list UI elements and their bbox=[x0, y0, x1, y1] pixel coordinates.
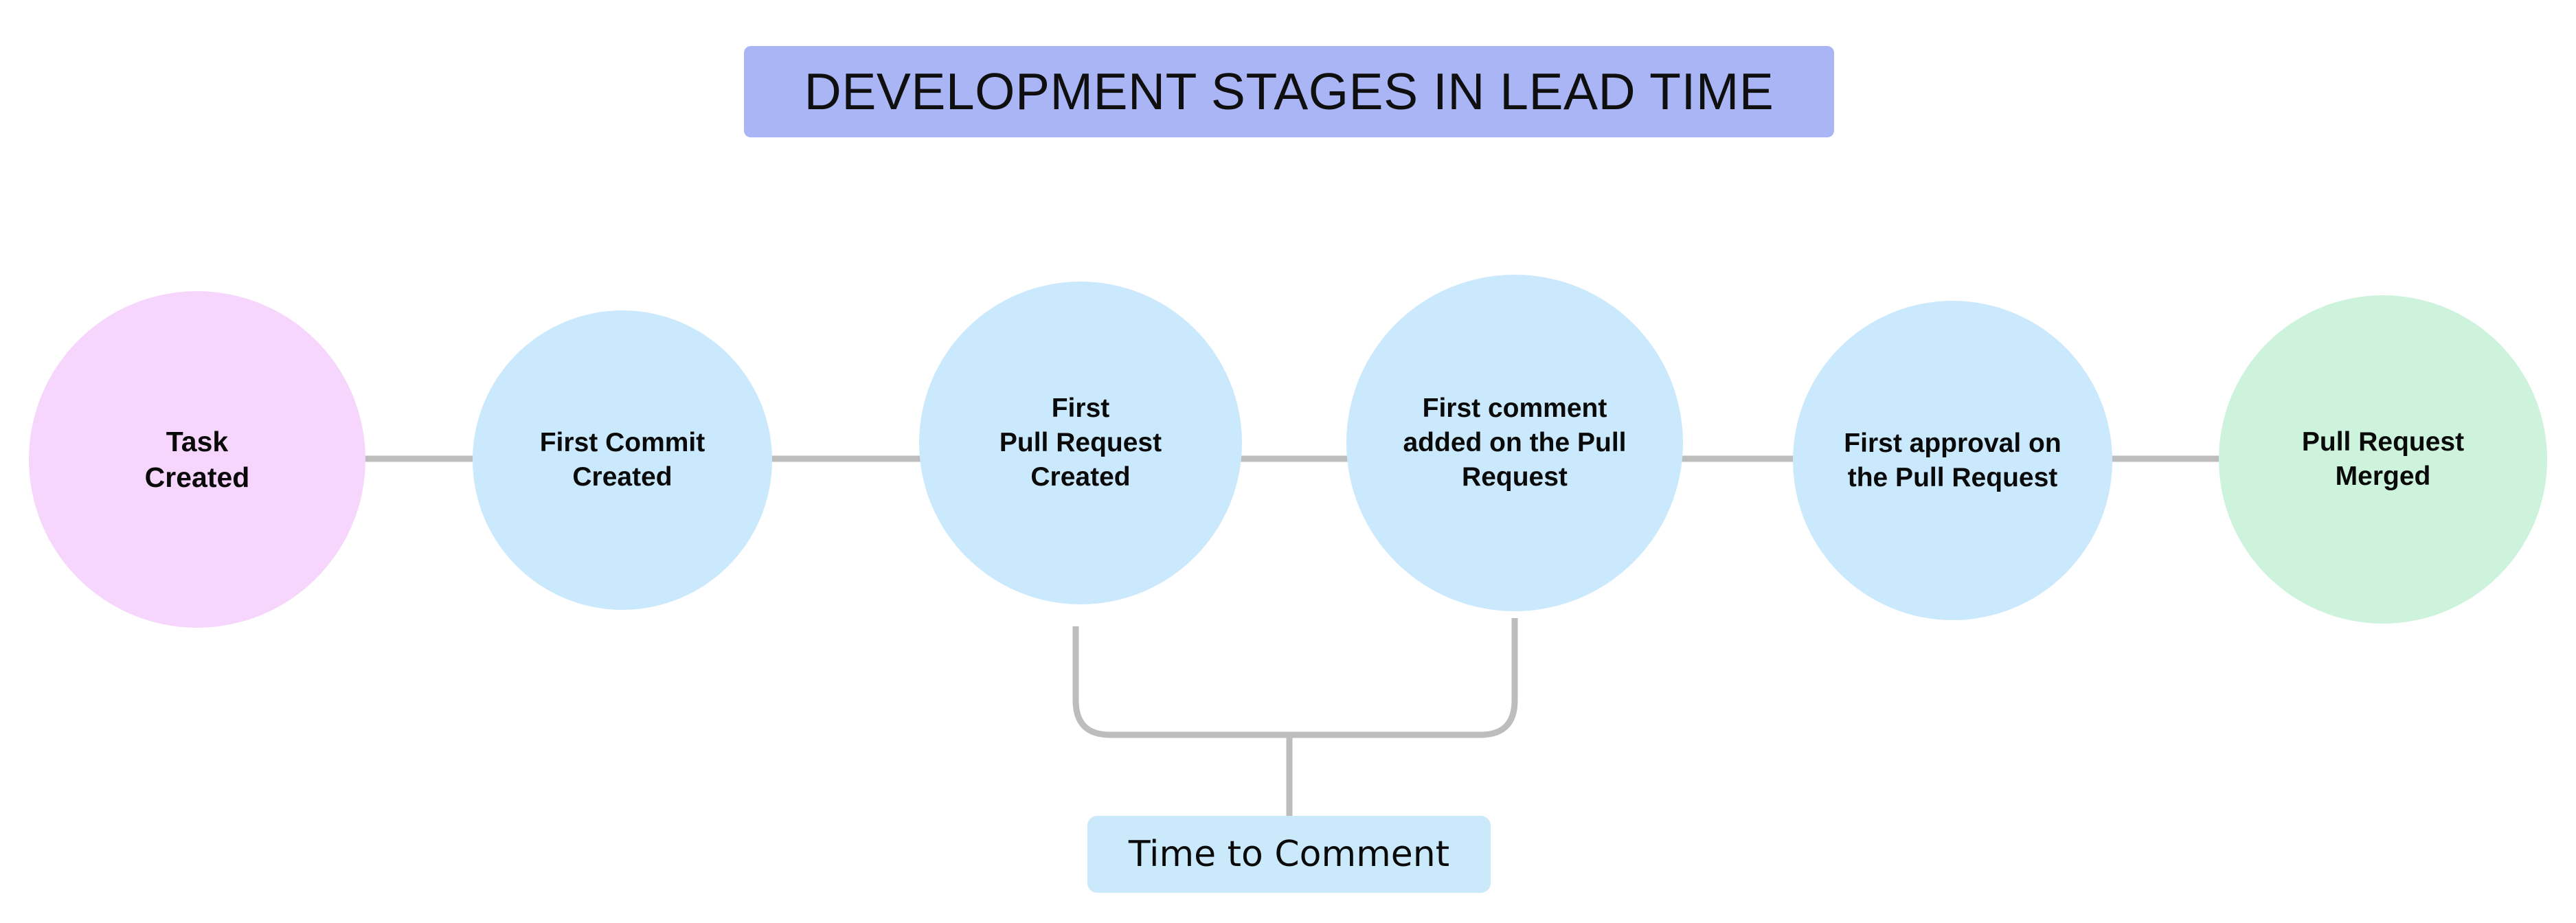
node-pull-request-merged[interactable]: Pull Request Merged bbox=[2219, 295, 2547, 624]
node-label: Task Created bbox=[144, 425, 250, 493]
node-label: First approval on the Pull Request bbox=[1844, 428, 2061, 492]
node-first-comment-added[interactable]: First comment added on the Pull Request bbox=[1346, 275, 1683, 611]
node-label: Pull Request Merged bbox=[2301, 427, 2465, 491]
diagram-title-banner: DEVELOPMENT STAGES IN LEAD TIME bbox=[744, 46, 1834, 137]
node-first-commit-created[interactable]: First Commit Created bbox=[473, 310, 772, 610]
node-label: First Commit Created bbox=[539, 428, 705, 492]
node-label: First comment added on the Pull Request bbox=[1403, 394, 1627, 492]
node-first-approval[interactable]: First approval on the Pull Request bbox=[1793, 301, 2112, 620]
bracket-time-to-comment bbox=[1072, 618, 1518, 738]
node-first-pull-request-created[interactable]: First Pull Request Created bbox=[919, 282, 1242, 604]
node-task-created[interactable]: Task Created bbox=[29, 291, 365, 628]
node-label: First Pull Request Created bbox=[999, 394, 1162, 492]
page-title: DEVELOPMENT STAGES IN LEAD TIME bbox=[804, 62, 1774, 120]
annotation-time-to-comment[interactable]: Time to Comment bbox=[1087, 816, 1491, 893]
annotation-label: Time to Comment bbox=[1128, 834, 1450, 875]
